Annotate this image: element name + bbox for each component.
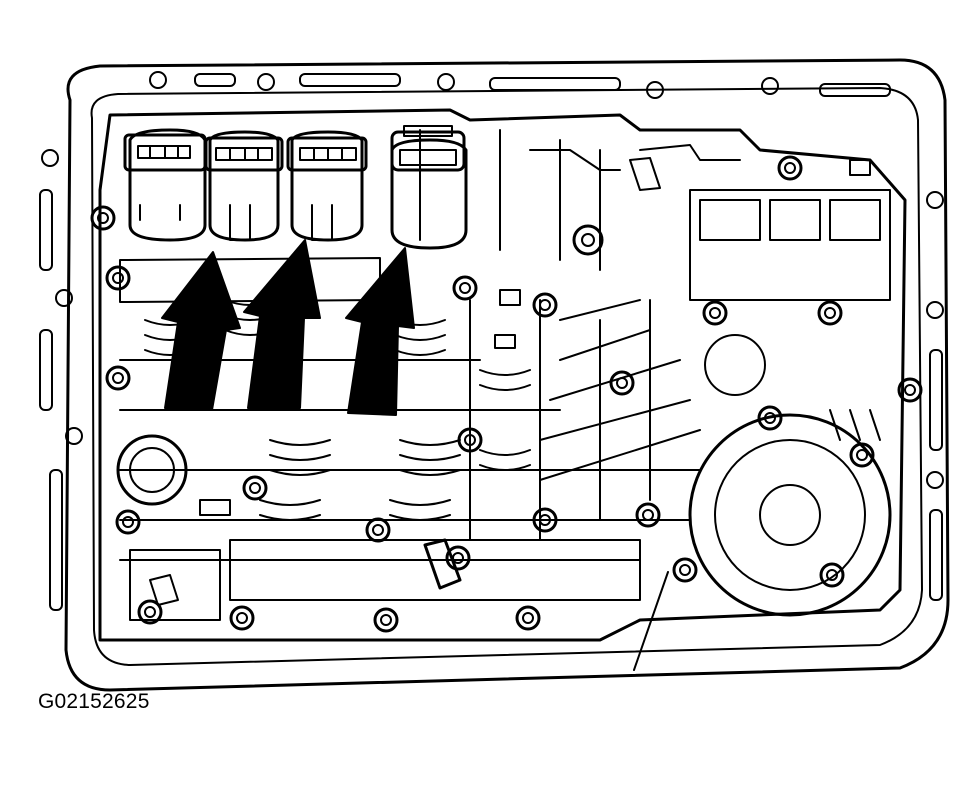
bolt bbox=[365, 517, 391, 543]
bolt bbox=[757, 405, 783, 431]
solenoid-4 bbox=[390, 125, 468, 250]
servo-cover bbox=[688, 334, 892, 617]
bolt bbox=[515, 605, 541, 631]
bolt bbox=[819, 562, 845, 588]
bolt bbox=[457, 427, 483, 453]
bolt bbox=[242, 475, 268, 501]
bolt bbox=[452, 275, 478, 301]
arrow-1 bbox=[161, 251, 241, 411]
bolt bbox=[229, 605, 255, 631]
bolt bbox=[897, 377, 923, 403]
bolt bbox=[532, 292, 558, 318]
arrow-2 bbox=[243, 239, 321, 409]
gasket-holes bbox=[39, 71, 944, 611]
bolt bbox=[115, 509, 141, 535]
port-opening bbox=[116, 434, 188, 506]
bolt bbox=[105, 365, 131, 391]
figure-id-label: G02152625 bbox=[38, 690, 150, 713]
callout-line bbox=[633, 571, 669, 671]
bolts bbox=[90, 155, 923, 633]
bolt bbox=[777, 155, 803, 181]
bolt bbox=[137, 599, 163, 625]
bolt bbox=[105, 265, 131, 291]
bolt bbox=[609, 370, 635, 396]
bolt bbox=[817, 300, 843, 326]
pan-gasket bbox=[39, 58, 950, 692]
arrow-3 bbox=[345, 247, 415, 416]
bolt bbox=[849, 442, 875, 468]
solenoid-3 bbox=[286, 130, 368, 242]
bolt bbox=[572, 224, 604, 256]
retainer-brackets bbox=[149, 157, 871, 606]
solenoid-1 bbox=[123, 128, 207, 242]
bolt bbox=[90, 205, 116, 231]
bolt bbox=[702, 300, 728, 326]
solenoid-2 bbox=[204, 130, 284, 242]
bolt bbox=[373, 607, 399, 633]
bolt bbox=[672, 557, 698, 583]
bolt bbox=[532, 507, 558, 533]
bolt bbox=[635, 502, 661, 528]
